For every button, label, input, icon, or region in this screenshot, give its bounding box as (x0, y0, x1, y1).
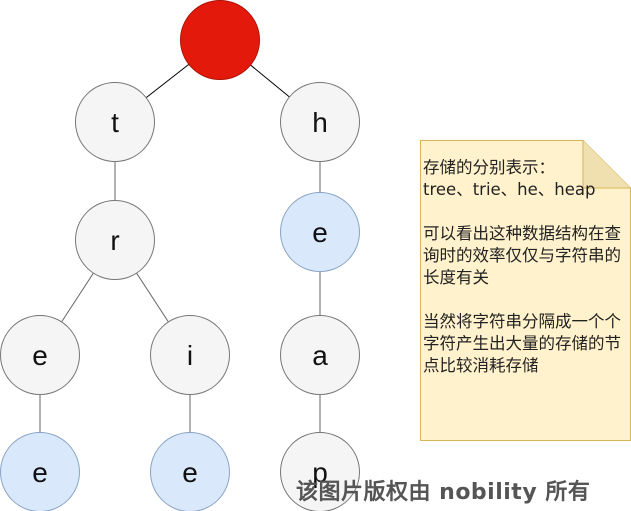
node-circle (280, 315, 360, 395)
node-circle (0, 315, 80, 395)
node-circle (280, 82, 360, 162)
node-tree: e (0, 432, 80, 511)
node-he: e (280, 192, 360, 272)
watermark: 该图片版权由 nobility 所有 (296, 480, 591, 505)
node-circle (180, 0, 260, 80)
node-r: r (75, 200, 155, 280)
node-label: e (182, 457, 198, 488)
node-label: t (111, 107, 119, 138)
node-root (180, 0, 260, 80)
node-label: e (32, 457, 48, 488)
node-circle (280, 432, 360, 511)
node-circle (150, 432, 230, 511)
note-paragraph: 可以看出这种数据结构在查询时的效率仅仅与字符串的长度有关 (423, 224, 621, 287)
node-circle (280, 192, 360, 272)
node-heap: p (280, 432, 360, 511)
node-label: e (312, 217, 328, 248)
node-hea: a (280, 315, 360, 395)
note-text: 存储的分别表示： tree、trie、he、heap 可以看出这种数据结构在查询… (423, 157, 628, 399)
node-label: a (312, 340, 328, 371)
node-label: p (312, 457, 328, 488)
node-label: i (187, 340, 193, 371)
node-circle (75, 82, 155, 162)
node-label: e (32, 340, 48, 371)
note-paragraph: 存储的分别表示： tree、trie、he、heap (423, 158, 596, 199)
node-t: t (75, 82, 155, 162)
node-circle (150, 315, 230, 395)
note-shape (420, 140, 631, 441)
node-tri: i (150, 315, 230, 395)
node-label: r (110, 225, 119, 256)
node-circle (0, 432, 80, 511)
node-tre: e (0, 315, 80, 395)
note-paragraph: 当然将字符串分隔成一个个字符产生出大量的存储的节点比较消耗存储 (423, 312, 621, 375)
node-circle (75, 200, 155, 280)
node-trie: e (150, 432, 230, 511)
node-h: h (280, 82, 360, 162)
node-label: h (312, 107, 328, 138)
